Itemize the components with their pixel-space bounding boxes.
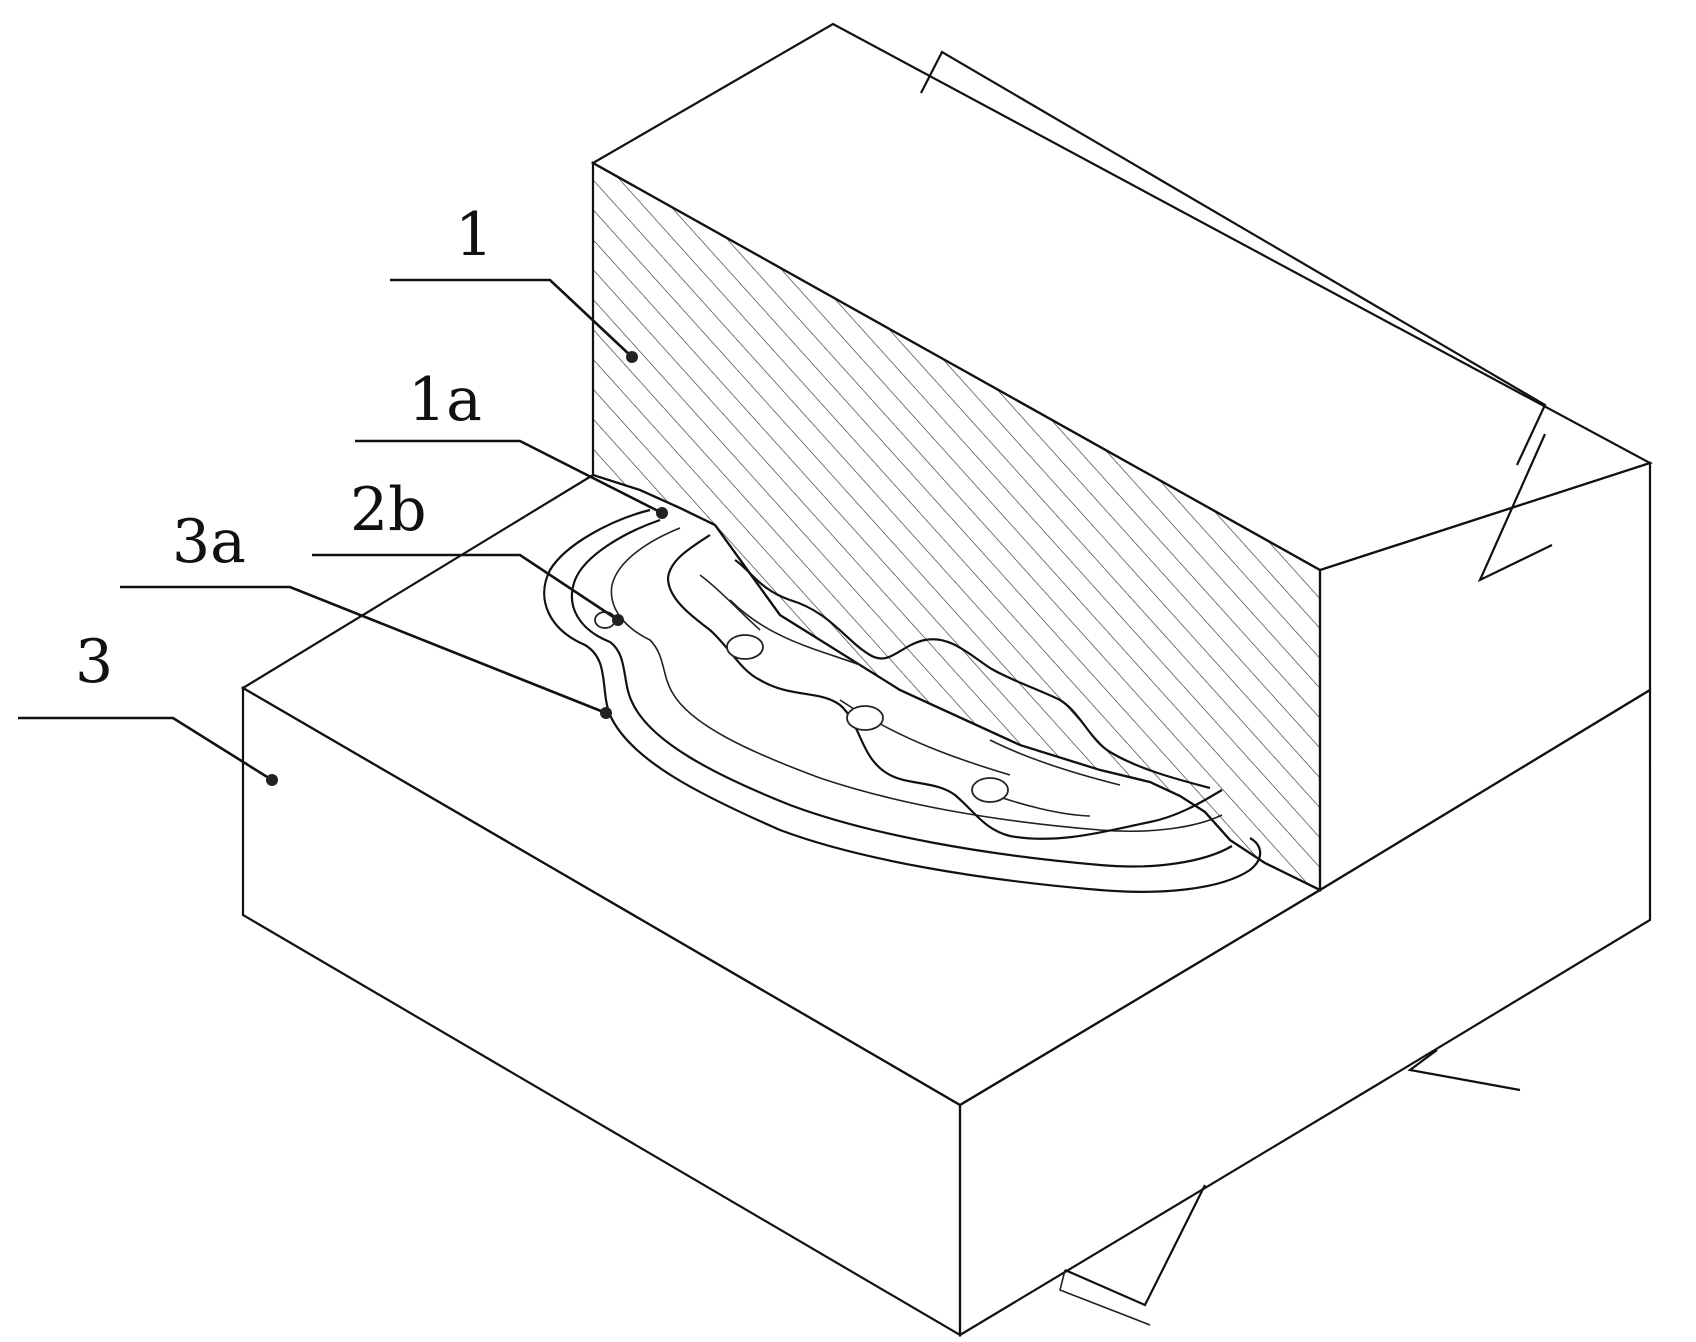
leader-2b [312, 553, 619, 622]
label-1: 1 [455, 200, 493, 270]
upper-block [590, 22, 1653, 892]
hatched-section [591, 161, 1322, 892]
label-3: 3 [75, 627, 113, 697]
lower-block [240, 473, 1652, 1337]
label-3a: 3a [172, 507, 246, 577]
label-2b: 2b [350, 475, 427, 545]
reference-labels: 1 1a 2b 3a 3 [75, 200, 493, 697]
cavity-profile [543, 508, 1262, 893]
label-1a: 1a [408, 365, 482, 435]
leader-lines [18, 278, 668, 786]
bump [726, 634, 764, 660]
leader-1a [355, 439, 663, 515]
leader-3a [120, 585, 607, 715]
bump [971, 777, 1009, 803]
bump [846, 705, 884, 731]
leader-3 [18, 716, 273, 782]
leader-1 [390, 278, 633, 358]
